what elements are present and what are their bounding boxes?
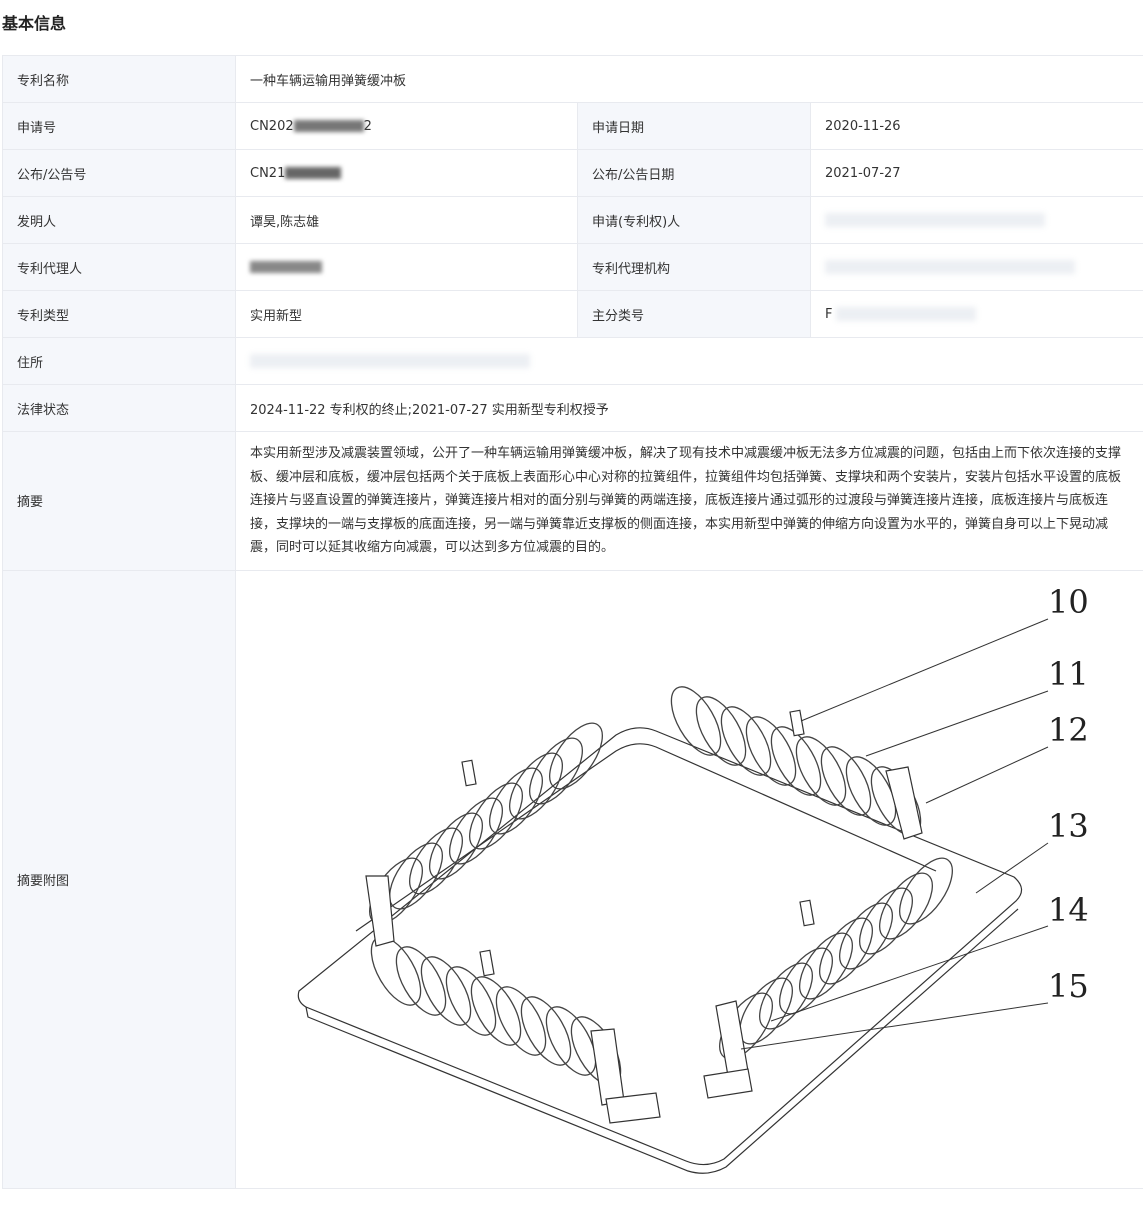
leader-10: [800, 618, 1049, 721]
value-abstract-cell: 本实用新型涉及减震装置领域，公开了一种车辆运输用弹簧缓冲板，解决了现有技术中减震…: [235, 431, 1143, 571]
base-tab-right: [703, 1067, 753, 1099]
label-agency: 专利代理机构: [577, 243, 811, 291]
value-applicant: [810, 196, 1143, 244]
label-app-date: 申请日期: [577, 102, 811, 150]
row-type: 专利类型 实用新型 主分类号 F: [2, 290, 1143, 338]
label-figure: 摘要附图: [2, 569, 236, 1189]
callout-11: 11: [1048, 655, 1089, 693]
value-pub-no: CN21: [235, 149, 578, 197]
redacted-app-no: [293, 120, 364, 132]
label-abstract: 摘要: [2, 431, 236, 571]
spring-top-right: [670, 685, 922, 836]
leader-12: [925, 746, 1049, 803]
leader-11: [865, 690, 1049, 756]
redacted-main-class: [836, 307, 977, 321]
row-legal-status: 法律状态 2024-11-22 专利权的终止;2021-07-27 实用新型专利…: [2, 384, 1143, 432]
figure-cell: 10 11 12 13 14 15: [235, 569, 1143, 1189]
label-app-no: 申请号: [2, 102, 236, 150]
row-inventor: 发明人 谭昊,陈志雄 申请(专利权)人: [2, 196, 1143, 244]
spring-bottom-left: [370, 935, 622, 1086]
value-app-no: CN202 2: [235, 102, 578, 150]
row-agent: 专利代理人 专利代理机构: [2, 243, 1143, 291]
abstract-figure: 10 11 12 13 14 15: [236, 571, 1143, 1188]
label-address: 住所: [2, 337, 236, 385]
leader-14: [770, 925, 1049, 1021]
leader-13: [975, 842, 1049, 893]
redacted-pub-no: [285, 167, 342, 179]
support-block-3: [799, 899, 815, 926]
value-agent: [235, 243, 578, 291]
value-main-class: F: [810, 290, 1143, 338]
base-plate-edge: [305, 908, 1019, 1174]
row-publication: 公布/公告号 CN21 公布/公告日期 2021-07-27: [2, 149, 1143, 197]
callout-10: 10: [1048, 583, 1089, 621]
section-title: 基本信息: [2, 14, 67, 33]
redacted-address: [250, 354, 530, 368]
label-inventor: 发明人: [2, 196, 236, 244]
callout-15: 15: [1048, 967, 1089, 1005]
app-no-suffix: 2: [363, 118, 372, 134]
row-address: 住所: [2, 337, 1143, 385]
bracket-right-top: [885, 765, 923, 840]
support-plate: [355, 742, 937, 931]
label-applicant: 申请(专利权)人: [577, 196, 811, 244]
label-patent-name: 专利名称: [2, 55, 236, 103]
label-pub-date: 公布/公告日期: [577, 149, 811, 197]
leader-15: [740, 1002, 1049, 1049]
patent-info-table: 专利名称 一种车辆运输用弹簧缓冲板 申请号 CN202 2 申请日期 2020-1…: [2, 55, 1143, 1189]
redacted-applicant: [825, 213, 1045, 227]
label-agent: 专利代理人: [2, 243, 236, 291]
base-plate: [297, 726, 1023, 1165]
value-agency: [810, 243, 1143, 291]
value-type: 实用新型: [235, 290, 578, 338]
row-abstract: 摘要 本实用新型涉及减震装置领域，公开了一种车辆运输用弹簧缓冲板，解决了现有技术…: [2, 431, 1143, 571]
bracket-bottom-front: [590, 1027, 625, 1106]
row-figure: 摘要附图: [2, 569, 1143, 1189]
abstract-text: 本实用新型涉及减震装置领域，公开了一种车辆运输用弹簧缓冲板，解决了现有技术中减震…: [250, 446, 1122, 555]
value-legal-status: 2024-11-22 专利权的终止;2021-07-27 实用新型专利权授予: [235, 384, 1143, 432]
value-inventor: 谭昊,陈志雄: [235, 196, 578, 244]
label-type: 专利类型: [2, 290, 236, 338]
value-address: [235, 337, 1143, 385]
bracket-left: [365, 874, 395, 947]
callout-13: 13: [1048, 807, 1089, 845]
support-block-1: [461, 759, 477, 786]
spring-buffer-drawing: 10 11 12 13 14 15: [297, 583, 1089, 1174]
callout-12: 12: [1048, 711, 1089, 749]
value-patent-name: 一种车辆运输用弹簧缓冲板: [235, 55, 1143, 103]
row-application: 申请号 CN202 2 申请日期 2020-11-26: [2, 102, 1143, 150]
main-class-prefix: F: [825, 306, 833, 322]
callout-14: 14: [1048, 891, 1089, 929]
pub-no-prefix: CN21: [250, 165, 286, 181]
base-tab-front: [605, 1091, 661, 1124]
row-patent-name: 专利名称 一种车辆运输用弹簧缓冲板: [2, 55, 1143, 103]
app-no-prefix: CN202: [250, 118, 294, 134]
support-block-4: [479, 949, 495, 976]
redacted-agency: [825, 260, 1075, 274]
spring-top-left: [369, 722, 603, 924]
label-legal-status: 法律状态: [2, 384, 236, 432]
value-app-date: 2020-11-26: [810, 102, 1143, 150]
label-main-class: 主分类号: [577, 290, 811, 338]
redacted-agent: [250, 261, 322, 273]
support-block-2: [789, 709, 805, 736]
value-pub-date: 2021-07-27: [810, 149, 1143, 197]
label-pub-no: 公布/公告号: [2, 149, 236, 197]
